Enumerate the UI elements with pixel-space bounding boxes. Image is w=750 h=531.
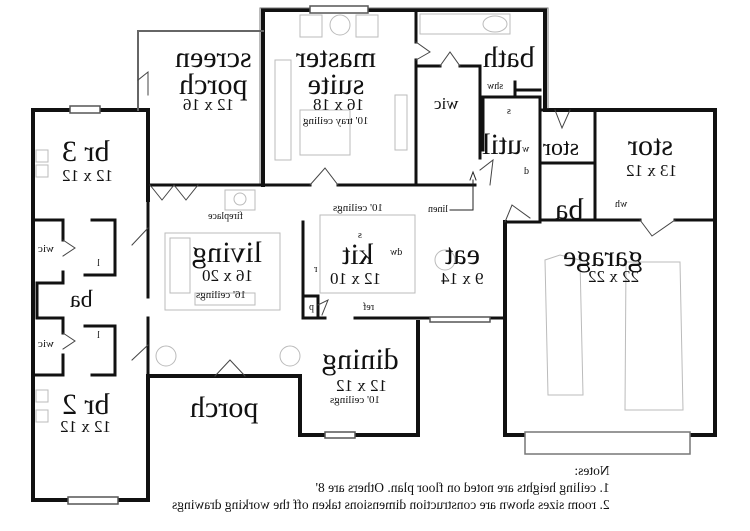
room-label-bath: bath (483, 41, 535, 74)
room-size-garage: 22 x 22 (588, 267, 639, 286)
room-label-kit: kit (342, 238, 374, 271)
room-size-br2: 12 x 12 (60, 417, 111, 436)
room-size-br3: 12 x 12 (62, 166, 113, 185)
room-label-shw: shw (487, 81, 504, 92)
room-label-stor: stor (628, 129, 673, 162)
room-label-wic-br3: wic (38, 243, 54, 255)
room-size-screen-porch: 12 x 16 (183, 95, 234, 114)
room-label-stor-small: stor (543, 135, 579, 161)
room-size-living: 16 x 20 (202, 266, 253, 285)
door-swings (62, 41, 676, 377)
room-size-master-suite: 16 x 18 (313, 95, 364, 114)
fixture-util-s: s (507, 106, 511, 117)
exterior-walls (31, 8, 717, 502)
ceiling-master-suite: 10' tray ceiling (303, 115, 369, 127)
windows (67, 5, 691, 505)
fixture-util-w: w (522, 144, 530, 155)
room-label-wic-master: wic (434, 94, 459, 113)
room-label-eat: eat (445, 238, 480, 271)
room-label-ba-garage: ba (555, 193, 584, 226)
notes-block: Notes: 1. ceiling heights are noted on f… (172, 462, 610, 513)
furniture (35, 13, 684, 423)
room-label-util: util (482, 128, 523, 161)
ceiling-dining: 10' ceilings (330, 394, 380, 406)
linen-shelf-1: l (97, 258, 100, 269)
note-2: 2. room sizes shown are construction dim… (172, 497, 610, 512)
room-label-master-suite: master suite (296, 41, 376, 101)
room-label-porch: porch (190, 391, 259, 424)
notes-title: Notes: (574, 463, 610, 478)
room-label-ba-hall: ba (70, 287, 93, 313)
linen-shelf-2: l (97, 330, 100, 341)
fixture-kit-dw: dw (390, 247, 403, 258)
fixture-util-d: d (524, 166, 529, 177)
screen-porch-walls (137, 30, 264, 111)
room-label-br2: br 2 (62, 388, 110, 421)
ceiling-10-label: 10' ceilings (333, 202, 383, 214)
fireplace-label: fireplace (208, 211, 243, 222)
fixture-wh: wh (615, 199, 628, 210)
fixture-kit-p: p (309, 302, 314, 313)
fixture-kit-r: r (314, 264, 318, 275)
room-label-br3: br 3 (62, 135, 110, 168)
fixture-kit-ref: ref (363, 302, 375, 313)
ceiling-living: 16' ceilings (196, 289, 246, 301)
room-label-wic-br2: wic (38, 338, 54, 350)
room-label-dining: dining (322, 343, 399, 376)
room-size-stor: 13 x 12 (626, 161, 677, 180)
room-size-dining: 12 x 12 (336, 376, 387, 395)
linen-label: linen (428, 204, 448, 215)
note-1: 1. ceiling heights are noted on floor pl… (315, 480, 610, 495)
room-label-screen-porch: screen porch (175, 41, 252, 101)
room-size-eat: 9 x 14 (441, 269, 484, 288)
room-label-living: living (192, 236, 263, 269)
room-size-kit: 12 x 10 (330, 269, 381, 288)
